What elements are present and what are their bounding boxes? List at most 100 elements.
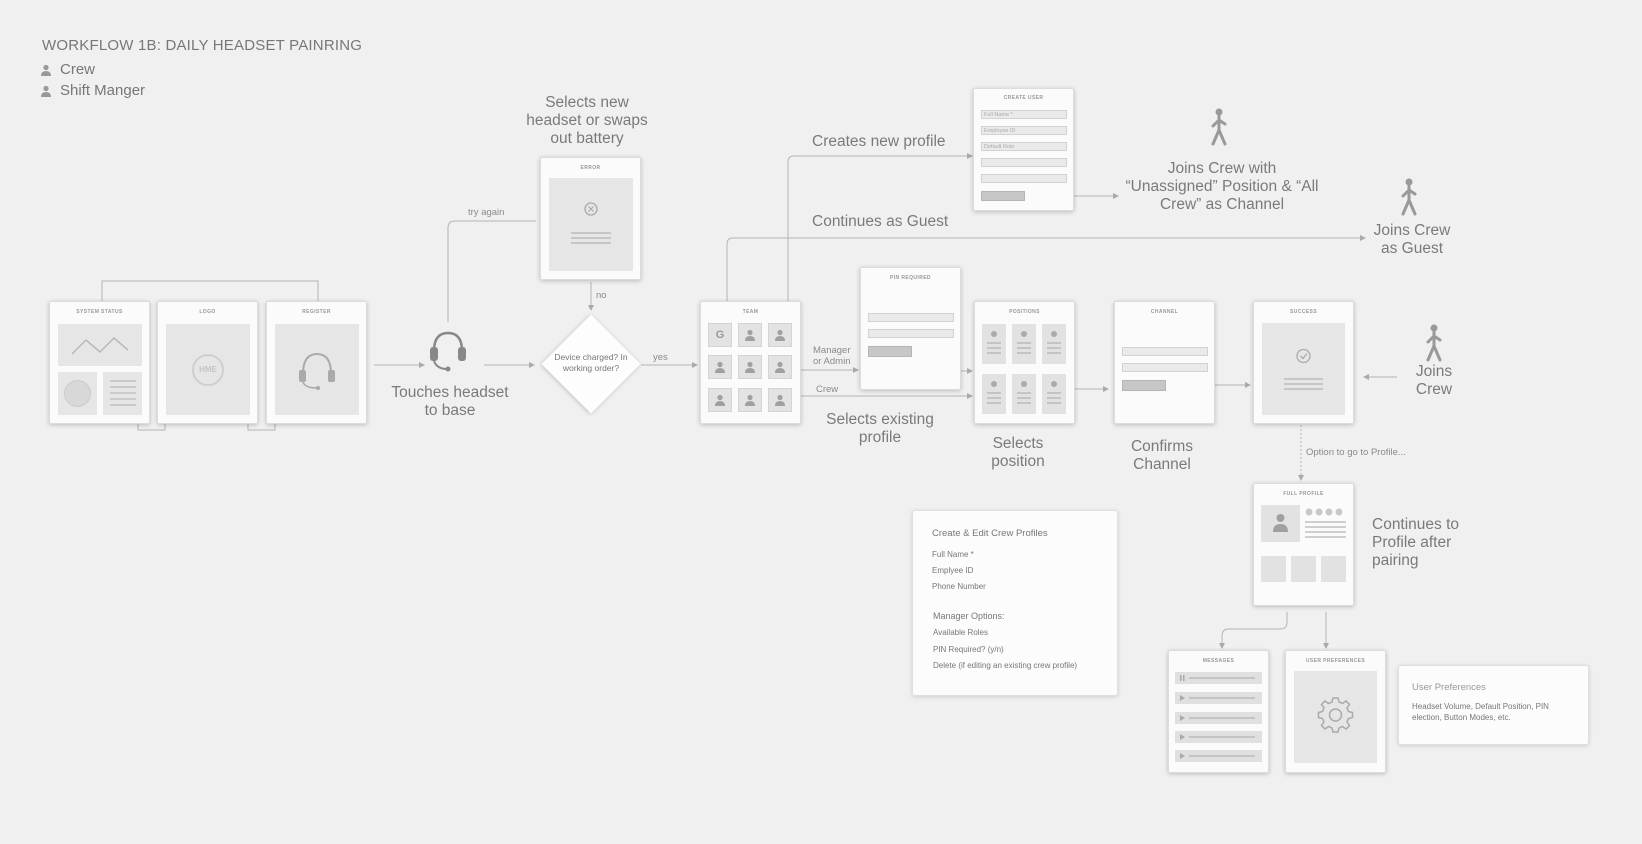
chart-panel bbox=[58, 324, 142, 366]
person-icon bbox=[745, 329, 755, 341]
label-manager-or-admin-text: Manager or Admin bbox=[813, 345, 851, 367]
role-shift-manager: Shift Manger bbox=[40, 82, 145, 99]
hme-logo: HME bbox=[192, 353, 224, 386]
profile-tile[interactable] bbox=[768, 355, 792, 379]
screen-title: MESSAGES bbox=[1202, 658, 1235, 664]
gear-icon bbox=[1317, 697, 1354, 733]
screen-channel[interactable]: CHANNEL bbox=[1114, 301, 1215, 424]
role-label: Crew bbox=[60, 61, 96, 78]
walking-person-icon bbox=[1426, 324, 1442, 362]
label-yes: yes bbox=[653, 352, 668, 363]
person-icon bbox=[715, 361, 725, 373]
label-confirms-channel: Confirms Channel bbox=[1130, 438, 1193, 473]
screen-team[interactable]: TEAM G bbox=[700, 301, 801, 424]
pin-confirm-field[interactable] bbox=[868, 329, 954, 338]
label-joins-crew: Joins Crew bbox=[1415, 363, 1453, 398]
screen-title: PIN REQUIRED bbox=[890, 275, 931, 281]
user-preferences-card: User Preferences Headset Volume, Default… bbox=[1398, 665, 1589, 745]
label-try-again: try again bbox=[468, 207, 505, 218]
decision-text: Device charged? In working order? bbox=[554, 352, 628, 373]
screen-logo[interactable]: LOGO HME bbox=[157, 301, 258, 424]
screen-title: LOGO bbox=[199, 309, 216, 315]
error-panel bbox=[549, 178, 633, 271]
screen-title: CHANNEL bbox=[1150, 309, 1179, 315]
confirm-channel-button[interactable] bbox=[1122, 380, 1166, 391]
position-cards bbox=[982, 324, 1066, 414]
extra-field[interactable] bbox=[981, 158, 1067, 167]
label-selects-position: Selects position bbox=[991, 435, 1045, 470]
gauge-icon bbox=[64, 380, 91, 407]
profile-tile[interactable] bbox=[768, 388, 792, 412]
label-continues-as-guest: Continues as Guest bbox=[812, 213, 949, 230]
message-list bbox=[1175, 672, 1262, 762]
channel-field[interactable] bbox=[1122, 363, 1208, 372]
label-joins-crew-unassigned: Joins Crew with “Unassigned” Position & … bbox=[1125, 160, 1319, 213]
full-name-field[interactable]: Full Name * bbox=[981, 110, 1067, 119]
screen-title: ERROR bbox=[580, 165, 601, 171]
screen-title: FULL PROFILE bbox=[1283, 491, 1324, 497]
person-icon bbox=[715, 394, 725, 406]
check-icon bbox=[1284, 348, 1323, 390]
screen-error[interactable]: ERROR bbox=[540, 157, 641, 280]
profile-tile[interactable] bbox=[708, 388, 732, 412]
person-icon bbox=[41, 85, 51, 97]
person-icon bbox=[745, 361, 755, 373]
card-field: Phone Number bbox=[932, 582, 986, 591]
card-title: Create & Edit Crew Profiles bbox=[932, 528, 1048, 539]
profile-tile[interactable] bbox=[768, 323, 792, 347]
profile-tile[interactable] bbox=[738, 323, 762, 347]
card-title: User Preferences bbox=[1412, 682, 1486, 693]
screen-positions[interactable]: POSITIONS bbox=[974, 301, 1075, 424]
role-crew: Crew bbox=[40, 61, 95, 78]
screen-pin-required[interactable]: PIN REQUIRED bbox=[860, 267, 961, 390]
list-panel bbox=[103, 372, 142, 415]
screen-title: REGISTER bbox=[302, 309, 331, 315]
screen-title: SUCCESS bbox=[1290, 309, 1317, 315]
screen-register[interactable]: REGISTER bbox=[266, 301, 367, 424]
headset-icon bbox=[430, 331, 466, 372]
card-field: Emplyee ID bbox=[932, 566, 974, 575]
card-field: Full Name * bbox=[932, 550, 974, 559]
walking-person-icon bbox=[1401, 178, 1417, 216]
screen-title: SYSTEM STATUS bbox=[76, 309, 123, 315]
list-lines-icon bbox=[110, 380, 136, 406]
profile-tile[interactable] bbox=[738, 355, 762, 379]
screen-title: TEAM bbox=[742, 309, 759, 315]
screen-title: POSITIONS bbox=[1009, 309, 1040, 315]
screen-system-status[interactable]: SYSTEM STATUS bbox=[49, 301, 150, 424]
extra-field[interactable] bbox=[981, 174, 1067, 183]
channel-field[interactable] bbox=[1122, 347, 1208, 356]
manager-options-title: Manager Options: bbox=[933, 611, 1005, 621]
label-selects-new-headset: Selects new headset or swaps out battery bbox=[526, 94, 648, 147]
pin-field[interactable] bbox=[868, 313, 954, 322]
screen-messages[interactable]: MESSAGES bbox=[1168, 650, 1269, 773]
label-joins-crew-as-guest: Joins Crew as Guest bbox=[1373, 222, 1451, 257]
profile-tile[interactable] bbox=[738, 388, 762, 412]
card-body: Headset Volume, Default Position, PIN el… bbox=[1412, 702, 1549, 722]
label-option-profile: Option to go to Profile... bbox=[1306, 447, 1406, 458]
employee-id-field[interactable]: Employee ID bbox=[981, 126, 1067, 135]
line-chart-icon bbox=[71, 336, 129, 355]
logo-panel: HME bbox=[166, 324, 250, 415]
screen-success[interactable]: SUCCESS bbox=[1253, 301, 1354, 424]
page-title: WORKFLOW 1B: DAILY HEADSET PAINRING bbox=[42, 37, 363, 54]
headset-icon bbox=[299, 352, 335, 390]
default-role-field[interactable]: Default Role bbox=[981, 142, 1067, 151]
screen-full-profile[interactable]: FULL PROFILE bbox=[1253, 483, 1354, 606]
profile-tile[interactable] bbox=[708, 355, 732, 379]
guest-tile[interactable]: G bbox=[708, 323, 732, 347]
pin-submit-button[interactable] bbox=[868, 346, 912, 357]
label-touches-headset: Touches headset to base bbox=[391, 384, 509, 419]
create-user-button[interactable] bbox=[981, 191, 1025, 201]
error-icon bbox=[571, 202, 611, 244]
label-manager-or-admin: Manager or Admin bbox=[813, 345, 853, 367]
walking-person-icon bbox=[1211, 108, 1227, 146]
person-icon bbox=[41, 64, 51, 76]
label-continues-to-profile: Continues to Profile after pairing bbox=[1372, 516, 1460, 569]
person-icon bbox=[775, 394, 785, 406]
screen-user-preferences[interactable]: USER PREFERENCES bbox=[1285, 650, 1386, 773]
label-selects-existing-profile: Selects existing profile bbox=[826, 411, 934, 446]
label-creates-new-profile: Creates new profile bbox=[812, 133, 946, 150]
person-icon bbox=[775, 329, 785, 341]
screen-create-user[interactable]: CREATE USER Full Name * Employee ID Defa… bbox=[973, 88, 1074, 211]
